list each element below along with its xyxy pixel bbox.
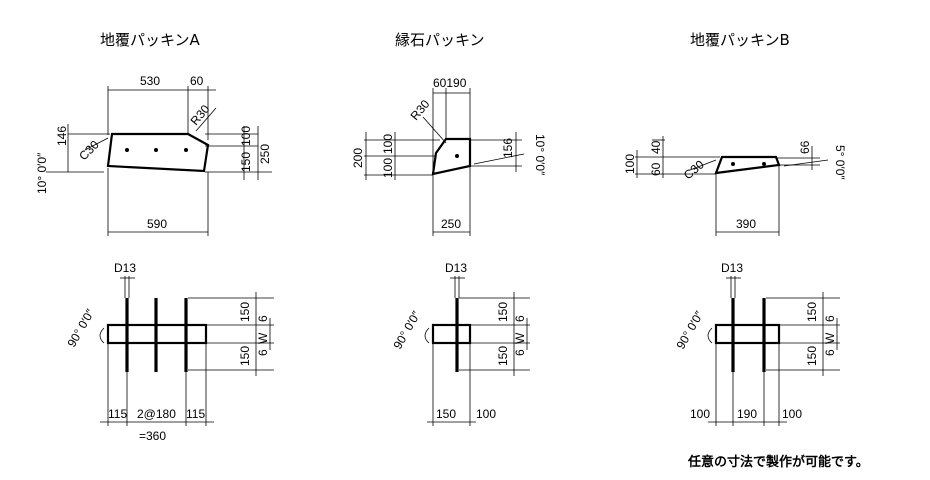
- b-hole: [762, 162, 766, 166]
- b-dim-w: W: [823, 332, 837, 344]
- curb-dim-angle: 10° 0′0″: [533, 134, 547, 176]
- b-dim-60: 60: [649, 162, 663, 176]
- a-dim-590: 590: [147, 217, 167, 231]
- a-dim-360: =360: [139, 429, 166, 443]
- b-dim-100b: 100: [782, 407, 802, 421]
- a-dim-115a: 115: [108, 407, 127, 421]
- a-dim-530: 530: [140, 74, 160, 88]
- a-dim-6b: 6: [256, 349, 270, 356]
- curb-dim-250: 250: [441, 217, 461, 231]
- curb-dim-100: 100: [476, 407, 496, 421]
- b-dim-150a: 150: [805, 302, 819, 322]
- b-dim-100a: 100: [690, 407, 710, 421]
- curb-bottom-view: [424, 276, 530, 426]
- title-curb: 縁石パッキン: [395, 31, 485, 49]
- b-dim-angle: 90° 0′0″: [673, 308, 706, 351]
- b-dim-c30: C30: [681, 157, 707, 182]
- a-dim-w: W: [256, 332, 270, 344]
- b-dim-66: 66: [798, 140, 812, 154]
- a-dim-250: 250: [258, 144, 272, 164]
- a-dim-100: 100: [239, 126, 253, 146]
- curb-dim-150: 150: [436, 407, 456, 421]
- a-dim-c30: C30: [76, 137, 102, 163]
- a-dim-angle: 10° 0′0″: [35, 152, 49, 194]
- a-dim-d13: D13: [114, 261, 136, 275]
- b-top-view: [635, 136, 829, 236]
- curb-dim-60-190: 60190: [433, 76, 467, 90]
- a-hole: [154, 148, 158, 152]
- b-plan-shape: [714, 323, 781, 345]
- curb-dim-150b: 150: [496, 346, 510, 366]
- curb-dim-200: 200: [351, 148, 365, 168]
- a-dim-angle: 90° 0′0″: [64, 306, 97, 349]
- curb-dim-w: W: [513, 332, 527, 344]
- curb-dim-r30: R30: [408, 97, 433, 123]
- a-dim-150a: 150: [238, 302, 252, 322]
- a-profile-shape: [106, 132, 210, 173]
- b-dim-190: 190: [737, 407, 757, 421]
- a-dim-6a: 6: [256, 315, 270, 322]
- a-hole: [125, 148, 129, 152]
- curb-dim-6a: 6: [513, 315, 527, 322]
- a-dim-2at180: 2@180: [137, 407, 176, 421]
- curb-hole: [455, 154, 459, 158]
- curb-dim-d13: D13: [445, 261, 467, 275]
- b-dim-150b: 150: [805, 346, 819, 366]
- b-dim-40: 40: [649, 140, 663, 154]
- curb-dim-6b: 6: [513, 349, 527, 356]
- a-dim-115b: 115: [186, 407, 205, 421]
- b-dim-100: 100: [623, 154, 637, 174]
- curb-dim-100a: 100: [381, 134, 395, 154]
- b-dim-6b: 6: [823, 349, 837, 356]
- b-dim-d13: D13: [721, 261, 743, 275]
- curb-plan-shape: [431, 323, 472, 345]
- a-bottom-view: [99, 276, 274, 426]
- a-dim-150b: 150: [238, 346, 252, 366]
- b-hole: [731, 162, 735, 166]
- a-dim-60: 60: [190, 74, 204, 88]
- b-dim-390: 390: [736, 217, 756, 231]
- title-a: 地覆パッキンA: [100, 31, 201, 49]
- b-bottom-view: [707, 276, 840, 426]
- a-top-view: [46, 86, 272, 236]
- a-hole: [184, 148, 188, 152]
- custom-size-note: 任意の寸法で製作が可能です。: [687, 454, 869, 470]
- a-dim-r30: R30: [188, 102, 213, 128]
- a-dim-146: 146: [55, 126, 69, 146]
- b-profile-shape: [714, 155, 781, 175]
- curb-dim-150a: 150: [496, 302, 510, 322]
- curb-profile-shape: [431, 137, 472, 176]
- title-b: 地覆パッキンB: [690, 31, 790, 49]
- curb-top-view: [364, 88, 525, 236]
- curb-dim-156: 156: [501, 138, 515, 158]
- b-dim-6a: 6: [823, 315, 837, 322]
- curb-dim-angle: 90° 0′0″: [390, 308, 423, 351]
- b-dim-angle: 5° 0′0″: [833, 145, 847, 180]
- a-dim-150: 150: [239, 152, 253, 172]
- curb-dim-100b: 100: [381, 158, 395, 178]
